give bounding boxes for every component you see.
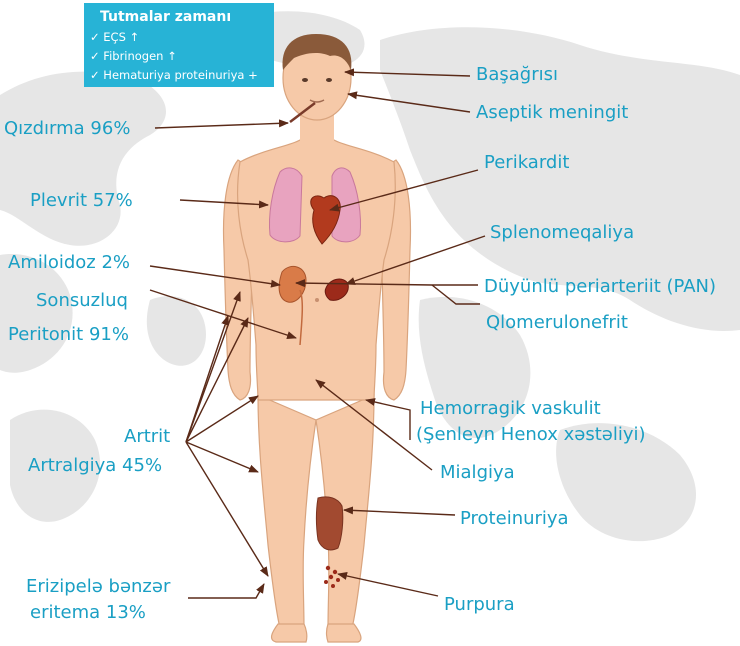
human-body-figure	[224, 34, 411, 642]
label-amiloidoz: Amiloidoz 2%	[8, 252, 130, 274]
left-foot	[272, 624, 307, 642]
label-proteinuriya: Proteinuriya	[460, 508, 569, 530]
leg-muscle-icon	[317, 497, 343, 550]
info-box-item: ✓ EÇS ↑	[90, 30, 139, 44]
label-mialgiya: Mialgiya	[440, 462, 515, 484]
arrow-qizdirma	[155, 123, 288, 128]
label-aseptik-meningit: Aseptik meningit	[476, 102, 628, 124]
left-leg	[258, 395, 316, 628]
info-box-title: Tutmalar zamanı	[100, 9, 231, 25]
label-purpura: Purpura	[444, 594, 515, 616]
label-pan: Düyünlü periarteriit (PAN)	[484, 276, 716, 298]
label-splenomeqaliya: Splenomeqaliya	[490, 222, 634, 244]
label-plevrit: Plevrit 57%	[30, 190, 133, 212]
label-peritonit: Peritonit 91%	[8, 324, 129, 346]
label-perikardit: Perikardit	[484, 152, 569, 174]
label-sonsuzluq: Sonsuzluq	[36, 290, 128, 312]
label-qizdirma: Qızdırma 96%	[4, 118, 130, 140]
info-box-item: ✓ Fibrinogen ↑	[90, 49, 177, 63]
label-senleyn-henox: (Şenleyn Henox xəstəliyi)	[416, 424, 646, 446]
label-artralgiya: Artralgiya 45%	[28, 455, 162, 477]
label-qlomerulonefrit: Qlomerulonefrit	[486, 312, 628, 334]
label-erizipela: Erizipelə bənzər	[26, 576, 170, 598]
label-basagrisi: Başağrısı	[476, 64, 558, 86]
label-artrit: Artrit	[124, 426, 170, 448]
info-box-item: ✓ Hematuriya proteinuriya +	[90, 68, 258, 82]
label-eritema: eritema 13%	[30, 602, 146, 624]
right-foot	[327, 624, 361, 642]
torso	[238, 140, 396, 400]
label-hemorragik-vaskulit: Hemorragik vaskulit	[420, 398, 601, 420]
arrow-erizipela	[188, 584, 264, 598]
info-box: Tutmalar zamanı ✓ EÇS ↑ ✓ Fibrinogen ↑ ✓…	[84, 3, 274, 87]
